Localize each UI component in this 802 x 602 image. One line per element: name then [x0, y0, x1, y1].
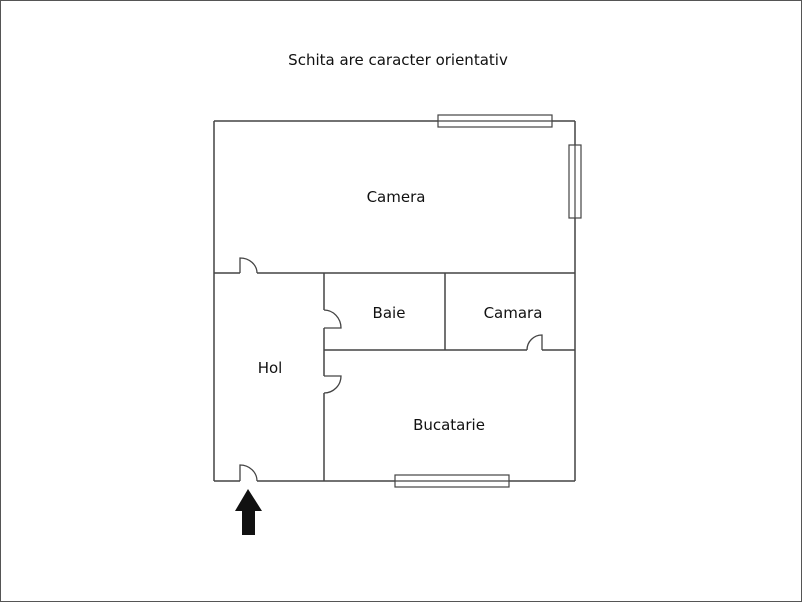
door-bucatarie: [323, 375, 342, 394]
walls: [213, 120, 576, 482]
plan-title: Schita are caracter orientativ: [288, 51, 508, 69]
room-label-camera: Camera: [367, 188, 426, 206]
door-camera: [239, 257, 258, 274]
room-label-bucatarie: Bucatarie: [413, 416, 485, 434]
doors: [239, 257, 543, 482]
entrance-arrow-icon: [235, 489, 262, 535]
room-label-camara: Camara: [484, 304, 543, 322]
door-camara: [526, 334, 543, 351]
door-baie: [323, 309, 342, 329]
windows: [394, 114, 582, 488]
room-label-baie: Baie: [373, 304, 406, 322]
door-entrance: [239, 464, 258, 482]
room-label-hol: Hol: [258, 359, 283, 377]
